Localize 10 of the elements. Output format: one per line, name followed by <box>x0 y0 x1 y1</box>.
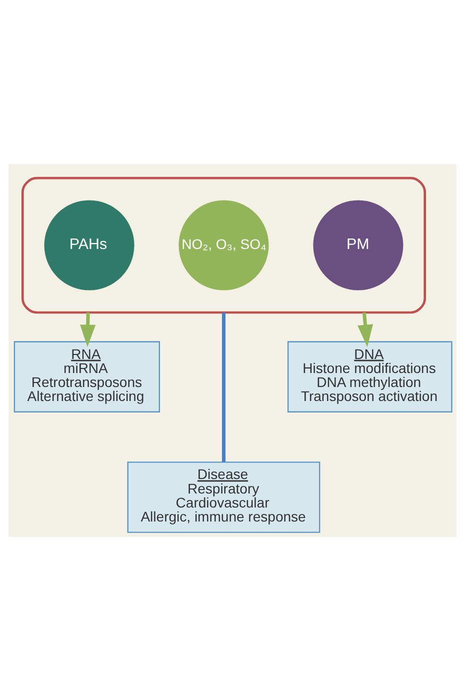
node-box: Disease Respiratory Cardiovascular Allergic, immune response <box>127 461 320 532</box>
node-circle: NO₂, O₃, SO₄ <box>176 197 272 292</box>
node-box: RNA miRNA Retrotransposons Alternative splicing <box>14 340 160 412</box>
arrow <box>80 312 96 346</box>
node-circle: PAHs <box>42 197 137 292</box>
cluster <box>21 176 426 314</box>
node-circle: PM <box>310 197 406 292</box>
node-box: DNA Histone modifications DNA methylation Transposon activation <box>287 340 452 412</box>
arrow <box>358 312 374 346</box>
connector <box>222 312 226 462</box>
